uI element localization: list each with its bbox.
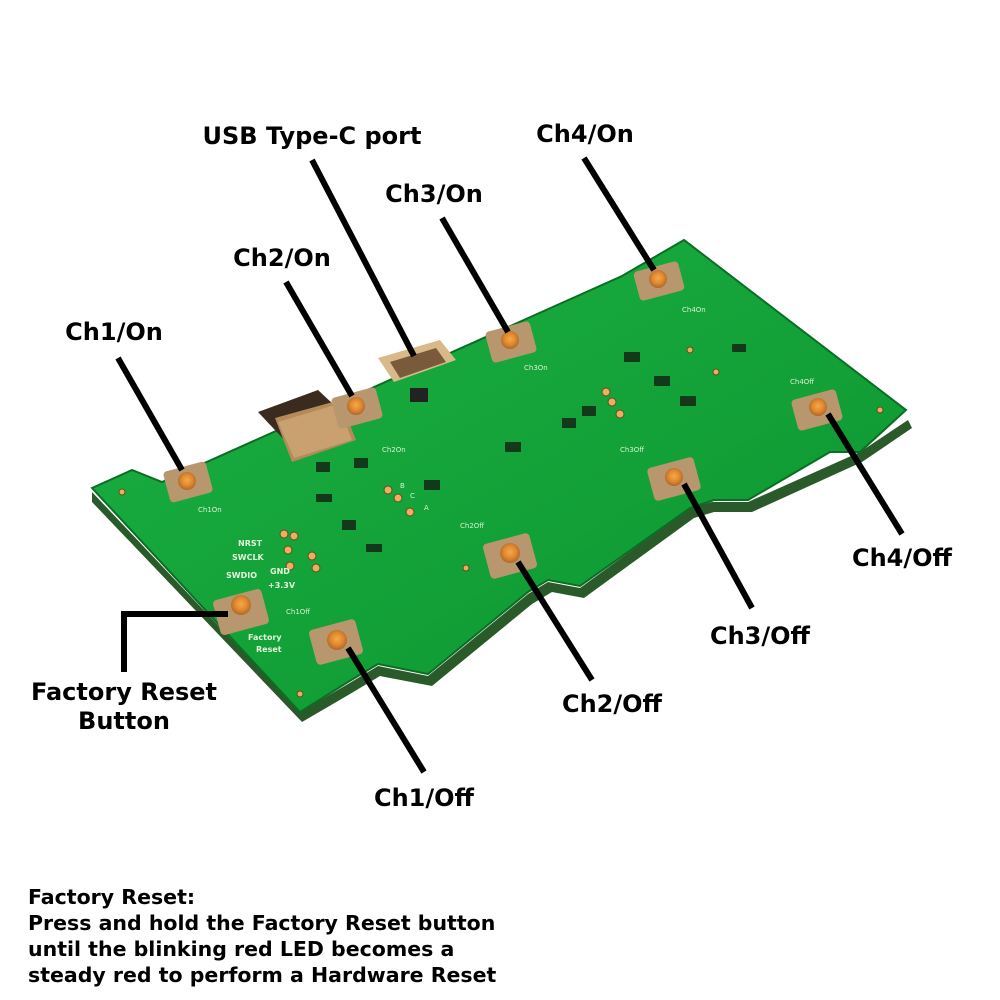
factory-reset-note: Factory Reset: Press and hold the Factor… <box>28 884 588 988</box>
label-factory-reset-line1: Factory Reset <box>31 678 217 706</box>
pcb-board <box>90 238 912 722</box>
silk-ch4off: Ch4Off <box>790 378 814 386</box>
label-factory-reset-line2: Button <box>78 707 170 735</box>
leader-ch1-off <box>345 646 427 774</box>
label-usb-type-c-port: USB Type-C port <box>203 122 422 150</box>
button-ch4-on[interactable] <box>633 261 685 302</box>
copper-vias <box>118 346 884 698</box>
label-ch3-off: Ch3/Off <box>710 622 811 650</box>
leader-ch3-on <box>439 216 511 334</box>
silk-factory: Factory <box>248 633 282 642</box>
button-factory-reset[interactable] <box>212 588 270 636</box>
leader-ch4-off <box>825 412 905 536</box>
pcb-top-surface <box>90 238 908 714</box>
silk-ch1off: Ch1Off <box>286 608 310 616</box>
label-ch4-on: Ch4/On <box>536 120 634 148</box>
leader-ch3-off <box>681 482 755 610</box>
silk-a: A <box>424 504 429 512</box>
button-ch3-on[interactable] <box>485 321 538 364</box>
smd-components <box>316 344 746 552</box>
silk-swclk: SWCLK <box>232 553 265 562</box>
silk-ch2off: Ch2Off <box>460 522 484 530</box>
silk-ch1on: Ch1On <box>198 506 222 514</box>
leader-ch4-on <box>581 156 657 272</box>
silk-swdio: SWDIO <box>226 571 257 580</box>
note-title: Factory Reset: <box>28 885 196 909</box>
label-ch3-on: Ch3/On <box>385 180 483 208</box>
silk-nrst: NRST <box>238 539 263 548</box>
leader-lines <box>115 156 905 774</box>
leader-ch2-off <box>515 560 595 682</box>
button-ch1-on[interactable] <box>163 461 214 503</box>
silk-gnd: GND <box>270 567 290 576</box>
label-ch2-on: Ch2/On <box>233 244 331 272</box>
note-line-1: Press and hold the Factory Reset button <box>28 911 496 935</box>
callout-labels: USB Type-C port Ch4/On Ch3/On Ch2/On Ch1… <box>31 120 953 812</box>
label-ch4-off: Ch4/Off <box>852 544 953 572</box>
silk-3v3: +3.3V <box>268 581 296 590</box>
label-ch2-off: Ch2/Off <box>562 690 663 718</box>
silk-ch2on: Ch2On <box>382 446 406 454</box>
leader-factory-reset <box>121 611 228 672</box>
note-line-3: steady red to perform a Hardware Reset <box>28 963 497 987</box>
leader-usb <box>309 158 417 358</box>
silk-b: B <box>400 482 405 490</box>
label-ch1-on: Ch1/On <box>65 318 163 346</box>
silkscreen-labels: Ch1On Ch2On Ch3On Ch4On Ch1Off Ch2Off Ch… <box>198 306 814 654</box>
leader-ch1-on <box>115 356 185 472</box>
silk-ch3on: Ch3On <box>524 364 548 372</box>
leader-ch2-on <box>283 280 355 398</box>
silk-c: C <box>410 492 415 500</box>
silk-reset: Reset <box>256 645 282 654</box>
label-ch1-off: Ch1/Off <box>374 784 475 812</box>
silk-ch4on: Ch4On <box>682 306 706 314</box>
note-line-2: until the blinking red LED becomes a <box>28 937 455 961</box>
silk-ch3off: Ch3Off <box>620 446 644 454</box>
usb-type-c-port <box>378 340 456 402</box>
button-ch2-on[interactable] <box>331 387 384 430</box>
